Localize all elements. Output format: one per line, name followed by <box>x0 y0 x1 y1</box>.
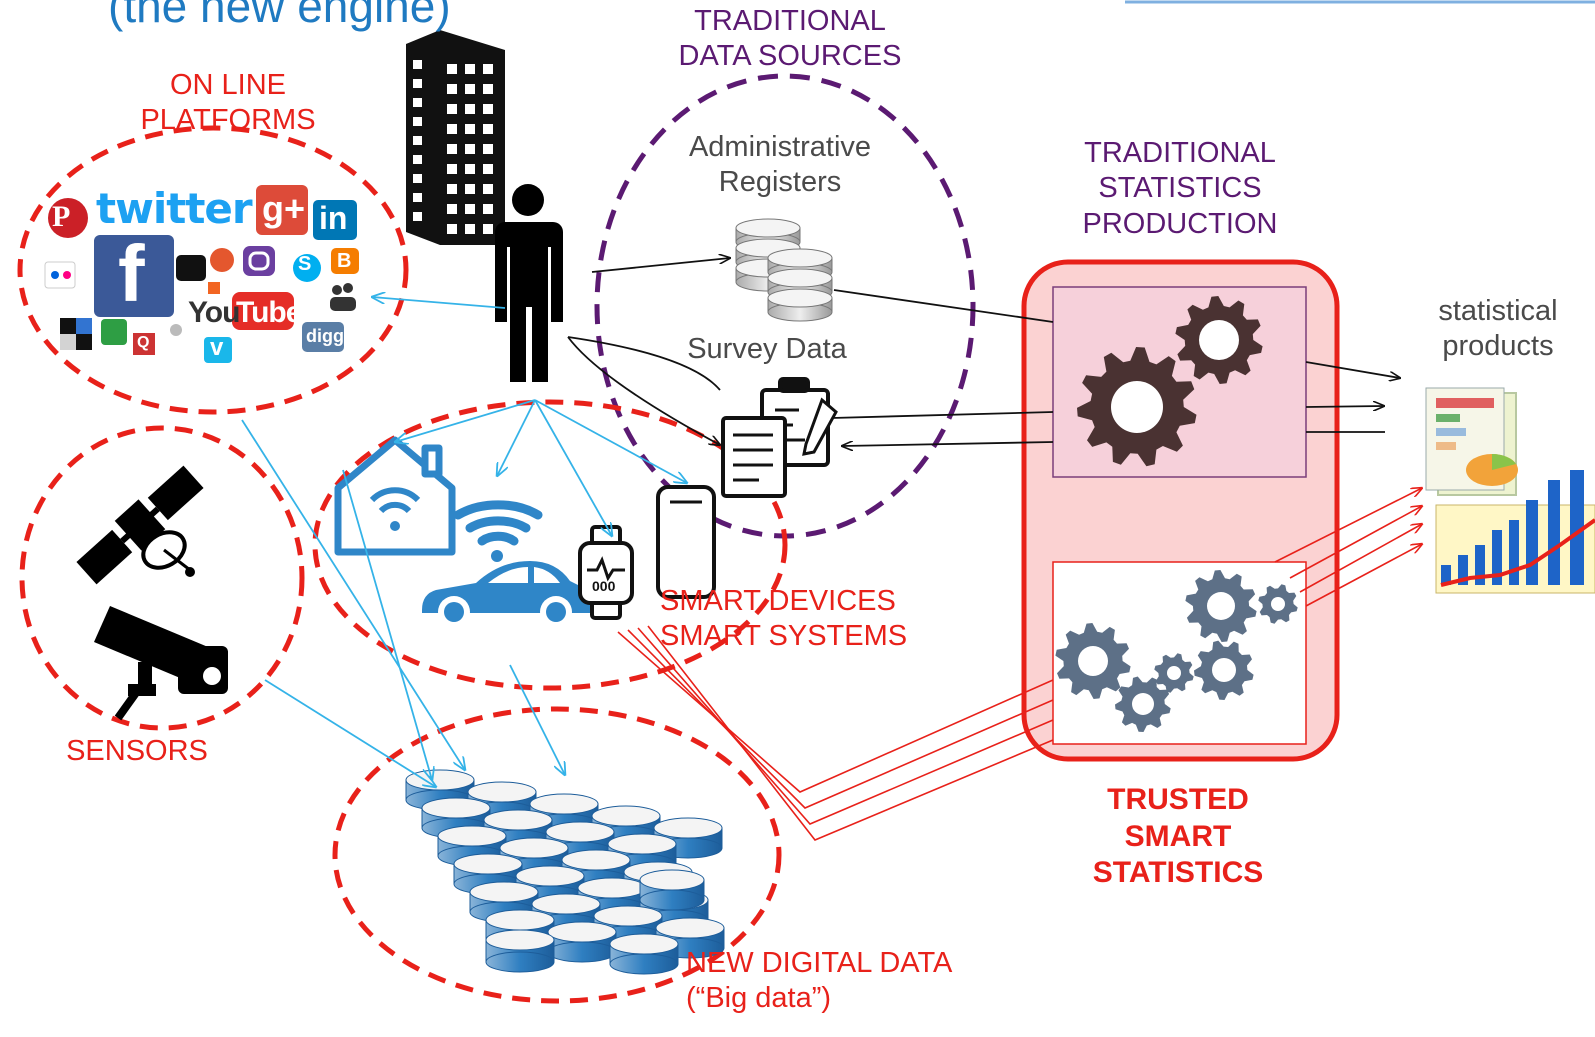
linkedin-icon <box>313 200 357 240</box>
digg-logo: digg <box>306 326 344 346</box>
flickr-icon <box>44 261 76 289</box>
smart-engine-box <box>1052 561 1307 745</box>
facebook-logo: f <box>118 229 145 318</box>
traditional-production-label: TRADITIONAL STATISTICS PRODUCTION <box>1082 137 1278 240</box>
instagram-icon <box>243 246 275 276</box>
vimeo-logo: v <box>210 334 224 361</box>
satellite-icon <box>76 465 204 585</box>
soundcloud-icon <box>176 255 206 281</box>
stumbleupon-icon <box>210 248 234 272</box>
building-icon <box>406 30 505 245</box>
facebook-icon <box>94 235 174 317</box>
statistical-products-icon <box>1425 387 1595 594</box>
social-logos <box>44 185 359 363</box>
twitter-logo: twitter <box>96 184 253 233</box>
smart-devices-label: SMART DEVICES SMART SYSTEMS <box>660 585 908 653</box>
youtube-tube-logo: Tube <box>236 296 302 329</box>
statistical-products-label: statistical products <box>1438 295 1558 363</box>
wifi-icon <box>453 500 543 562</box>
watch-readout: 000 <box>592 578 616 594</box>
share-icon <box>101 319 127 345</box>
qzone-icon <box>133 333 155 355</box>
person-icon <box>495 184 563 382</box>
smart-home-icon <box>334 436 456 556</box>
traditional-flow-arrows <box>567 258 1400 446</box>
misc-icon <box>170 324 182 336</box>
online-platforms-label: ON LINE PLATFORMS <box>140 69 316 137</box>
big-data-ellipse <box>332 706 782 1004</box>
linkedin-logo: in <box>319 200 348 236</box>
traditional-gears-icon <box>1077 296 1263 467</box>
smart-devices-ellipse <box>312 399 788 691</box>
trusted-smart-statistics-label: TRUSTED SMART STATISTICS <box>1092 783 1264 890</box>
online-platforms-ellipse <box>17 125 409 415</box>
survey-data-label: Survey Data <box>687 333 847 365</box>
qzone-logo: Q <box>137 334 150 351</box>
delicious-icon <box>60 318 92 350</box>
gplus-icon <box>256 185 308 235</box>
youtube-you-logo: You <box>188 296 240 329</box>
blogger-logo: B <box>337 250 352 272</box>
rss-icon <box>208 282 220 294</box>
sensors-label: SENSORS <box>66 735 208 767</box>
survey-documents-icon <box>721 377 838 498</box>
skype-logo: S <box>298 253 312 275</box>
big-data-flow-arrows <box>617 488 1422 841</box>
skype-icon <box>293 254 321 282</box>
smartphone-icon <box>656 485 716 599</box>
smart-gears-icon <box>1055 570 1298 732</box>
youtube-icon <box>232 292 294 330</box>
smartwatch-icon <box>578 525 634 620</box>
big-data-cylinders <box>405 769 725 975</box>
pinterest-letter: P <box>52 200 71 233</box>
car-icon <box>422 561 590 628</box>
vimeo-icon <box>204 337 232 363</box>
myspace-icon <box>330 283 356 311</box>
new-digital-data-label: NEW DIGITAL DATA (“Big data”) <box>686 947 953 1015</box>
blogger-icon <box>331 248 359 274</box>
admin-registers-label: Administrative Registers <box>688 131 872 199</box>
gplus-logo: g+ <box>262 188 306 229</box>
database-icon <box>735 218 833 322</box>
camera-icon <box>94 606 228 721</box>
traditional-sources-label: TRADITIONAL DATA SOURCES <box>678 5 902 73</box>
data-generation-arrows <box>241 297 687 787</box>
pinterest-icon <box>48 198 88 238</box>
sensors-ellipse <box>19 425 305 731</box>
title-fragment: (the new engine) <box>108 0 451 32</box>
digg-icon <box>302 322 344 352</box>
